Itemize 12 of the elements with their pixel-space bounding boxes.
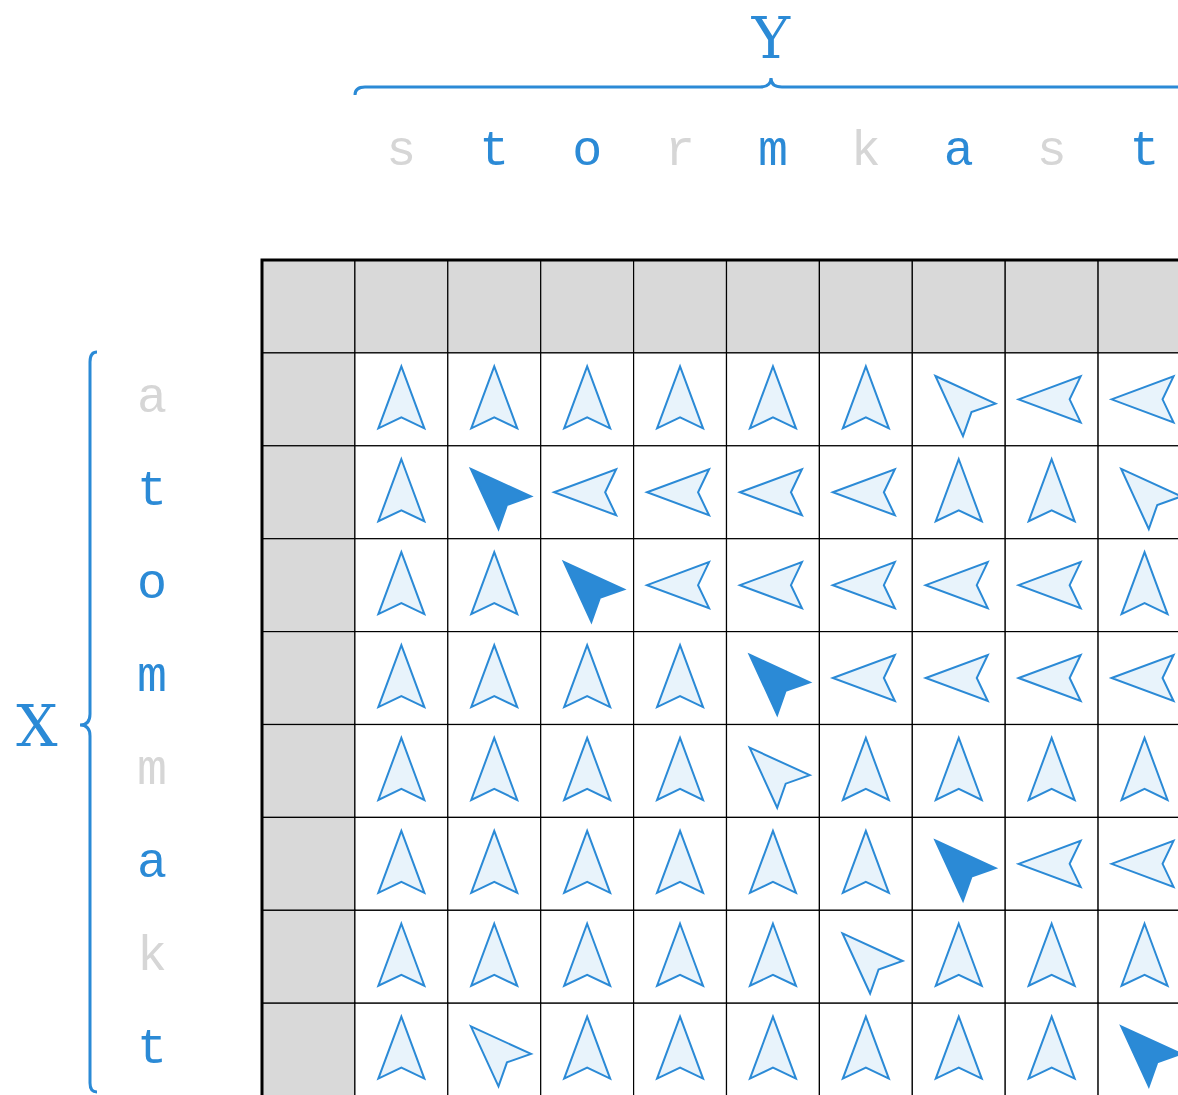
sequence-letter: t [479,127,510,177]
sequence-letter: a [943,127,974,177]
sequence-letter: t [1129,127,1160,177]
sequence-letter: m [757,127,788,177]
sequence-letter: o [137,560,167,611]
sequence-letter: a [137,838,167,889]
sequence-letter: o [572,127,603,177]
sequence-letter: t [137,467,167,518]
axis-label: X [16,697,58,755]
sequence-letter: t [137,1024,167,1075]
axis-label: Y [751,9,791,67]
sequence-letter: m [137,653,167,704]
